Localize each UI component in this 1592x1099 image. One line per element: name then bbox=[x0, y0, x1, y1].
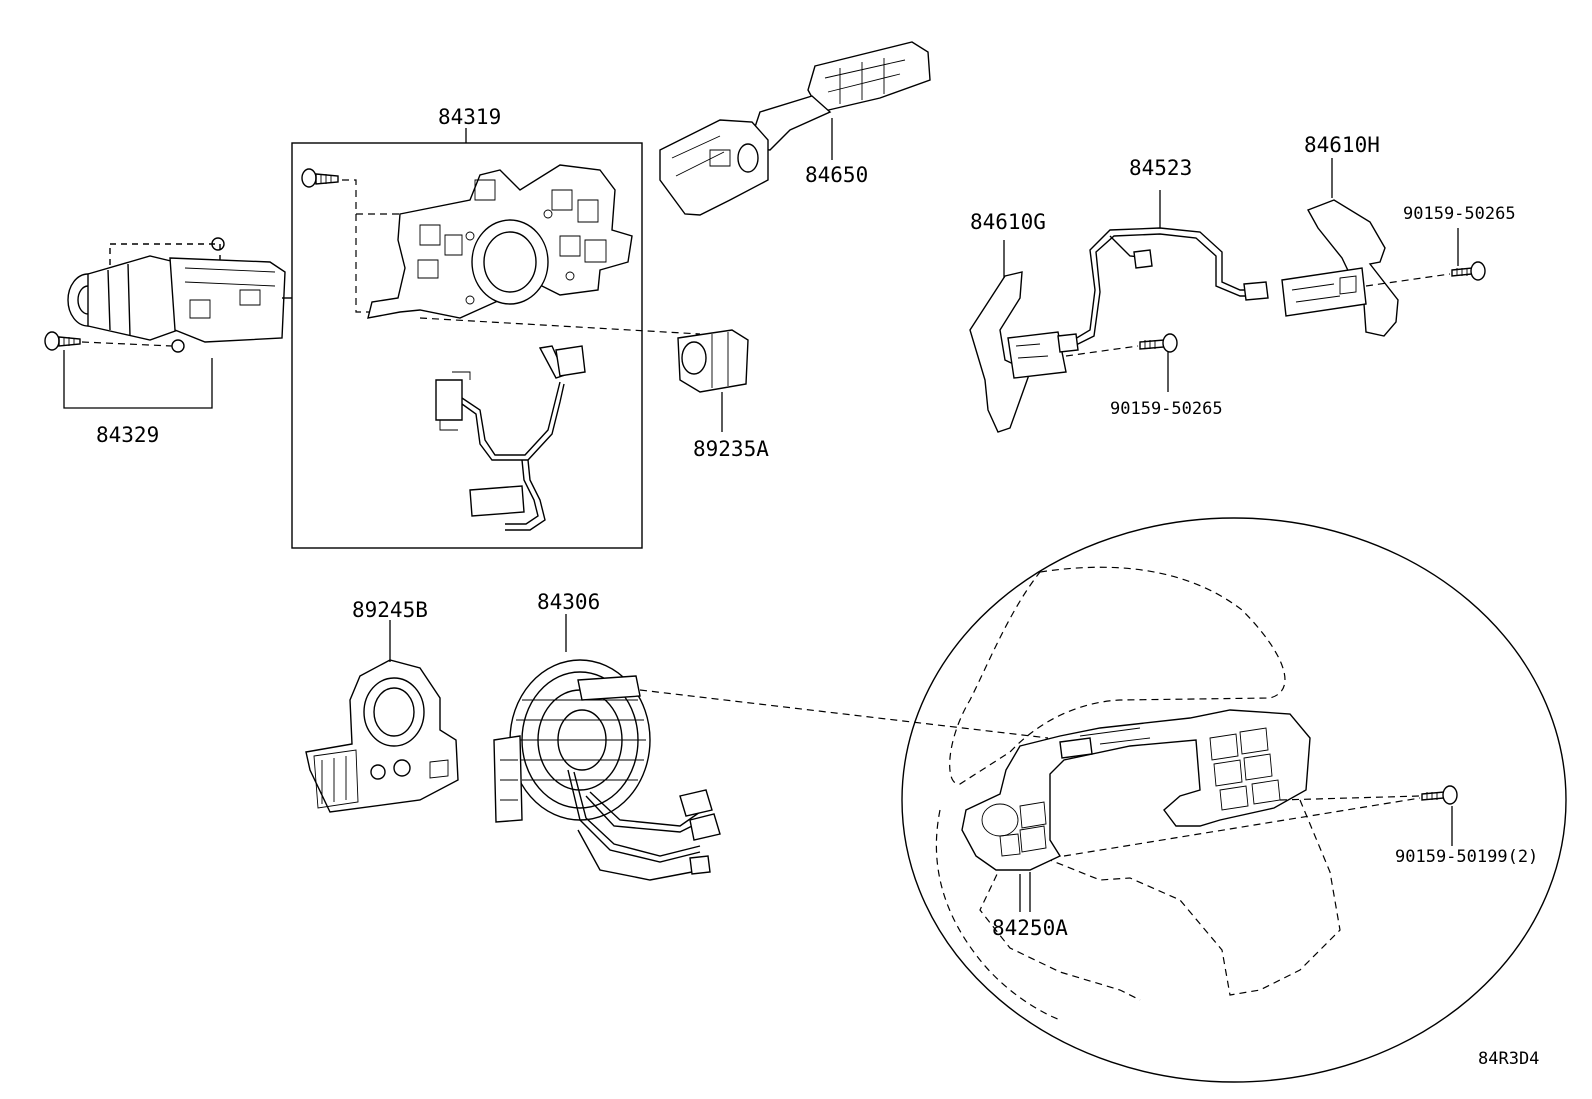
wire-84523[interactable] bbox=[1057, 227, 1269, 353]
steering-sensor-89245B[interactable] bbox=[305, 659, 459, 813]
label-84610H: 84610H bbox=[1304, 133, 1380, 157]
wire-harness-84319[interactable] bbox=[435, 345, 586, 531]
steering-pad-switch-84250A[interactable] bbox=[961, 709, 1311, 871]
screw-90159-50265-center[interactable] bbox=[1139, 333, 1178, 353]
label-90159-50265-a: 90159-50265 bbox=[1403, 204, 1516, 224]
label-84306: 84306 bbox=[537, 590, 600, 614]
wiper-switch-84650[interactable] bbox=[659, 41, 931, 216]
screw-84319[interactable] bbox=[301, 168, 339, 188]
label-84319: 84319 bbox=[438, 105, 501, 129]
screw-90159-50265-right[interactable] bbox=[1451, 261, 1486, 281]
label-90159-50265-b: 90159-50265 bbox=[1110, 399, 1223, 419]
switch-housing-84319[interactable] bbox=[367, 164, 633, 319]
leader-84329 bbox=[63, 350, 213, 409]
steering-wheel-outline bbox=[901, 517, 1567, 1083]
spiral-cable-84306[interactable] bbox=[493, 659, 721, 881]
screw-84329[interactable] bbox=[44, 331, 81, 351]
label-84523: 84523 bbox=[1129, 156, 1192, 180]
switch-89235A[interactable] bbox=[677, 329, 749, 393]
paddle-84610G[interactable] bbox=[969, 271, 1067, 433]
turn-signal-switch-84329[interactable] bbox=[67, 237, 292, 353]
label-90159-50199: 90159-50199(2) bbox=[1395, 847, 1538, 867]
label-84610G: 84610G bbox=[970, 210, 1046, 234]
figure-code: 84R3D4 bbox=[1478, 1049, 1539, 1069]
label-89235A: 89235A bbox=[693, 437, 769, 461]
label-84329: 84329 bbox=[96, 423, 159, 447]
label-84250A: 84250A bbox=[992, 916, 1068, 940]
label-84650: 84650 bbox=[805, 163, 868, 187]
screw-90159-50199[interactable] bbox=[1421, 785, 1458, 805]
assembly-box-84319 bbox=[291, 142, 643, 549]
paddle-84610H[interactable] bbox=[1281, 199, 1399, 337]
label-89245B: 89245B bbox=[352, 598, 428, 622]
